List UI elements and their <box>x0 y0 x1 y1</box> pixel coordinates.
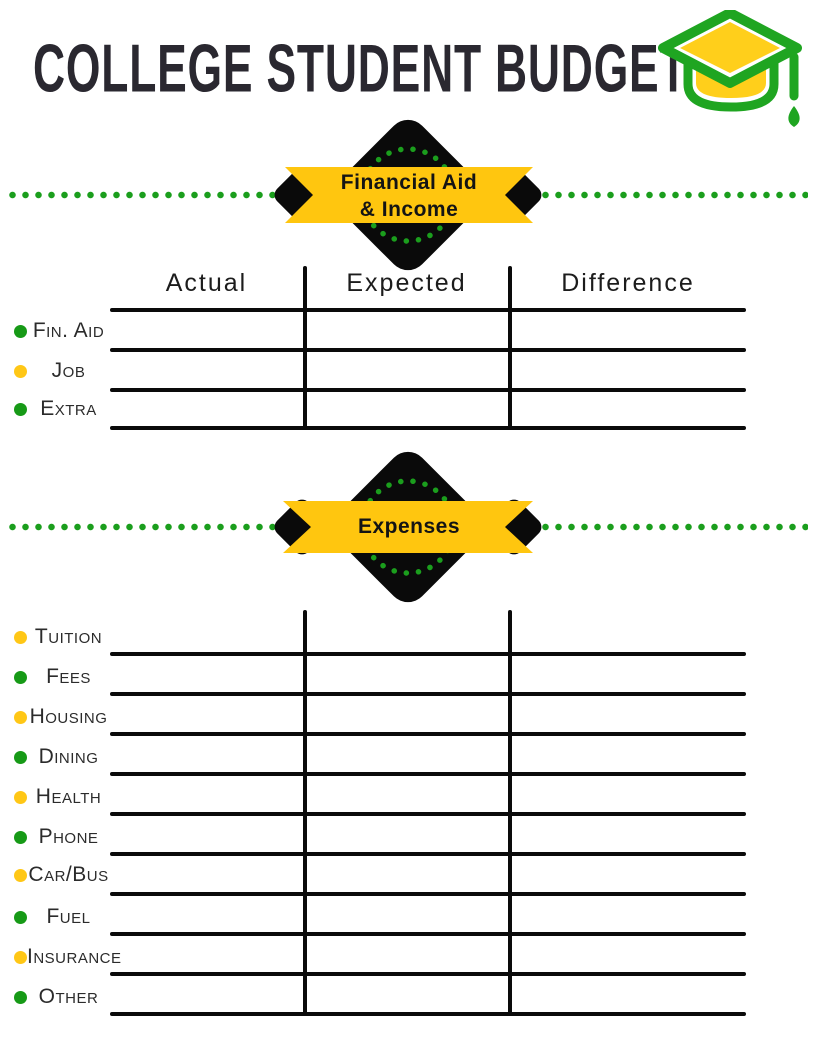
column-header-expected: Expected <box>346 269 467 297</box>
row-label: Job <box>51 359 86 382</box>
bullet-icon <box>14 710 27 724</box>
income-table-line <box>110 426 746 430</box>
expenses-table-line <box>110 812 746 816</box>
row-label: Fuel <box>46 905 91 928</box>
income-table-line <box>110 388 746 392</box>
expenses-table-line <box>110 892 746 896</box>
bullet-icon <box>14 670 27 684</box>
expense-row-housing: Housing <box>6 700 110 734</box>
bullet-icon <box>14 868 27 882</box>
row-label: Tuition <box>34 625 103 648</box>
bullet-icon <box>14 790 27 804</box>
expense-row-car-bus: Car/Bus <box>6 858 110 892</box>
expenses-table-line <box>110 932 746 936</box>
row-label: Phone <box>38 825 99 848</box>
bullet-icon <box>14 324 27 338</box>
expense-row-phone: Phone <box>6 820 110 854</box>
bullet-icon <box>14 364 27 378</box>
column-header-actual: Actual <box>165 269 248 297</box>
expense-row-tuition: Tuition <box>6 620 110 654</box>
expenses-table-line <box>110 652 746 656</box>
page-title: College Student Budget <box>33 31 688 107</box>
row-label: Car/Bus <box>28 863 109 886</box>
row-label: Fin. Aid <box>32 319 105 342</box>
bullet-icon <box>14 402 27 416</box>
row-label: Insurance <box>27 945 122 968</box>
expenses-table-line <box>110 732 746 736</box>
income-banner-title: Financial Aid & Income <box>285 169 533 223</box>
expenses-table-line <box>110 1012 746 1016</box>
income-banner-graphic <box>274 119 542 271</box>
bullet-icon <box>14 750 27 764</box>
bullet-icon <box>14 950 27 964</box>
expense-row-other: Other <box>6 980 110 1014</box>
graduation-cap-icon <box>658 10 802 127</box>
row-label: Fees <box>46 665 91 688</box>
expenses-banner-graphic <box>274 451 542 603</box>
row-label: Other <box>38 985 99 1008</box>
expense-row-fees: Fees <box>6 660 110 694</box>
expenses-table-line <box>110 692 746 696</box>
expense-row-dining: Dining <box>6 740 110 774</box>
column-header-difference: Difference <box>561 269 695 297</box>
bullet-icon <box>14 630 27 644</box>
expense-row-fuel: Fuel <box>6 900 110 934</box>
income-banner-line1: Financial Aid <box>340 171 478 194</box>
row-label: Dining <box>38 745 99 768</box>
expenses-table-line <box>110 972 746 976</box>
income-row-job: Job <box>6 354 110 388</box>
bullet-icon <box>14 830 27 844</box>
expense-row-health: Health <box>6 780 110 814</box>
row-label: Health <box>35 785 102 808</box>
bullet-icon <box>14 910 27 924</box>
bullet-icon <box>14 990 27 1004</box>
row-label: Extra <box>40 397 97 420</box>
row-label: Housing <box>29 705 108 728</box>
expenses-table-line <box>110 852 746 856</box>
income-table-line <box>110 308 746 312</box>
income-row-extra: Extra <box>6 392 110 426</box>
income-row-fin-aid: Fin. Aid <box>6 314 110 348</box>
expenses-banner-title: Expenses <box>357 515 461 538</box>
expenses-table-line <box>110 772 746 776</box>
income-banner-line2: & Income <box>359 198 459 221</box>
expense-row-insurance: Insurance <box>6 940 121 974</box>
income-table-line <box>110 348 746 352</box>
